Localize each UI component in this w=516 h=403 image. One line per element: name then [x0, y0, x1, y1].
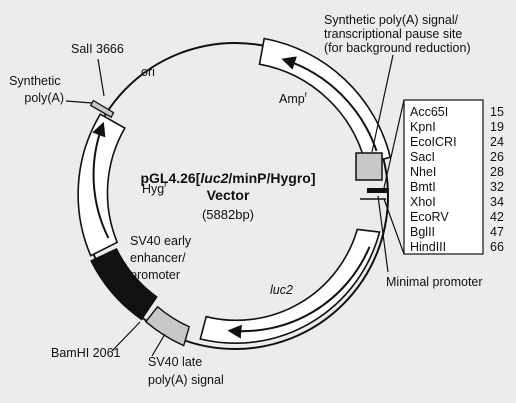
mcs-position: 66 [490, 240, 504, 254]
luc2-arrow [227, 246, 371, 339]
mcs-enzyme: KpnI [410, 120, 436, 134]
mcs-bracket-bottom [383, 198, 405, 255]
sv40-late-leader [151, 333, 166, 357]
minimal-promoter-label: Minimal promoter [386, 275, 483, 289]
sali-site-label: SalI 3666 [71, 42, 124, 56]
amp-resistance-band [258, 37, 392, 165]
minimal-promoter-block [367, 188, 388, 193]
mcs-table: Acc65I 15 KpnI 19 EcoICRI 24 SacI 26 Nhe… [410, 105, 504, 254]
synthetic-polya-block [89, 99, 115, 119]
vector-title-line2: Vector [207, 187, 250, 203]
sv40-late-label: SV40 late poly(A) signal [148, 355, 224, 387]
minimal-promoter-leader [377, 195, 389, 273]
sv40-late-polya-block [144, 305, 191, 347]
mcs-position: 26 [490, 150, 504, 164]
mcs-position: 24 [490, 135, 504, 149]
mcs-enzyme: SacI [410, 150, 435, 164]
mcs-position: 47 [490, 225, 504, 239]
mcs-enzyme: HindIII [410, 240, 446, 254]
mcs-position: 42 [490, 210, 504, 224]
vector-size: (5882bp) [202, 207, 254, 222]
synthetic-signal-leader [371, 54, 394, 153]
mcs-position: 34 [490, 195, 504, 209]
sv40-enhancer-block [90, 248, 158, 321]
hyg-label: Hygr [142, 180, 167, 196]
mcs-position: 15 [490, 105, 504, 119]
mcs-enzyme: XhoI [410, 195, 436, 209]
mcs-enzyme: Acc65I [410, 105, 448, 119]
synthetic-signal-block [355, 152, 383, 181]
mcs-position: 32 [490, 180, 504, 194]
bamhi-leader [111, 321, 141, 352]
amp-label: Ampr [279, 90, 308, 106]
ori-label: ori [141, 65, 155, 79]
sv40-enhancer-label: SV40 early enhancer/ promoter [130, 234, 195, 282]
amp-arrow [281, 56, 378, 152]
vector-title: pGL4.26[luc2/minP/Hygro] [140, 170, 315, 186]
mcs-bracket-top [383, 99, 405, 189]
mcs-enzyme: EcoRV [410, 210, 449, 224]
hyg-arrow [92, 121, 110, 239]
mcs-enzyme: NheI [410, 165, 436, 179]
mcs-enzyme: BmtI [410, 180, 436, 194]
mcs-position: 28 [490, 165, 504, 179]
mcs-enzyme: BglII [410, 225, 435, 239]
sali-leader [97, 58, 105, 97]
hyg-resistance-band [77, 113, 126, 257]
synthetic-polya-leader [65, 100, 93, 104]
synthetic-signal-label: Synthetic poly(A) signal/ transcriptiona… [324, 13, 471, 55]
mcs-position: 19 [490, 120, 504, 134]
mcs-table-box [403, 99, 484, 255]
bamhi-site-label: BamHI 2061 [51, 346, 121, 360]
luc2-label: luc2 [270, 283, 293, 297]
synthetic-polya-label: Synthetic poly(A) [9, 74, 64, 105]
mcs-enzyme: EcoICRI [410, 135, 457, 149]
